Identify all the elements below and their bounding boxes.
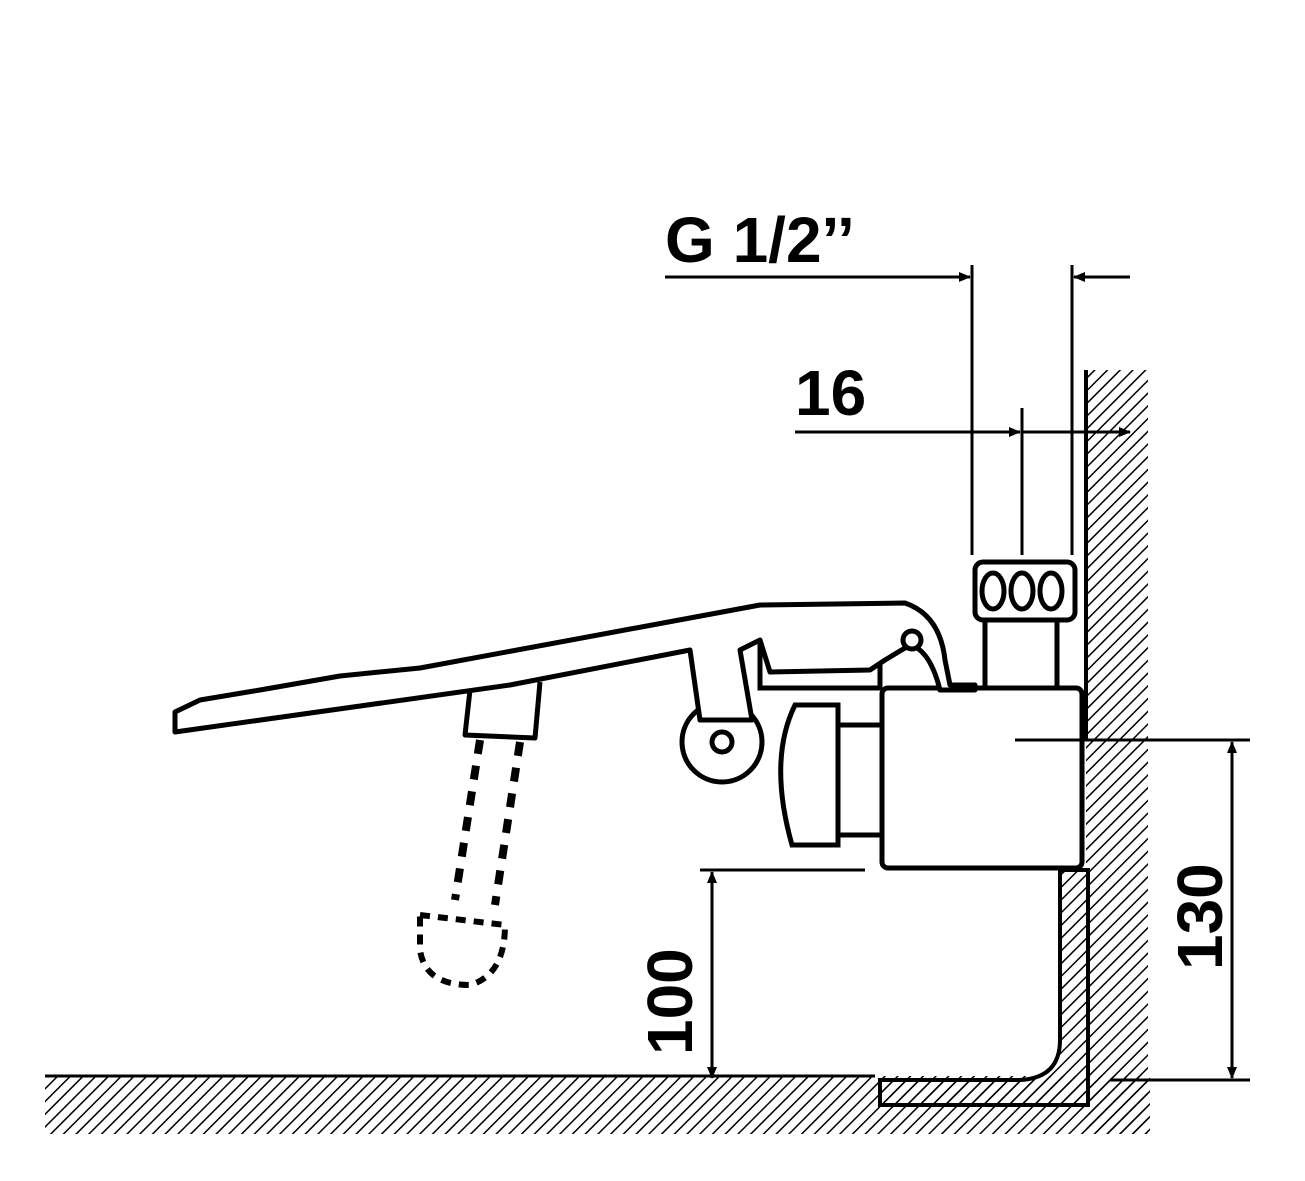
axis-height-label: 130	[1164, 863, 1236, 970]
valve-body	[679, 559, 1085, 871]
floor-height-label: 100	[634, 948, 706, 1055]
thread-size-label: G 1/2’’	[665, 204, 855, 276]
recess-cover	[878, 868, 1090, 1107]
thread-dimension	[665, 265, 1130, 555]
floor-height-dimension	[700, 868, 865, 1079]
pedal-weight-dashed	[417, 739, 524, 989]
offset-dimension	[795, 408, 1131, 555]
axis-height-dimension	[1015, 738, 1250, 1082]
offset-label: 16	[795, 357, 866, 429]
pedal-lever	[172, 600, 978, 741]
wall-section	[1084, 370, 1148, 1134]
